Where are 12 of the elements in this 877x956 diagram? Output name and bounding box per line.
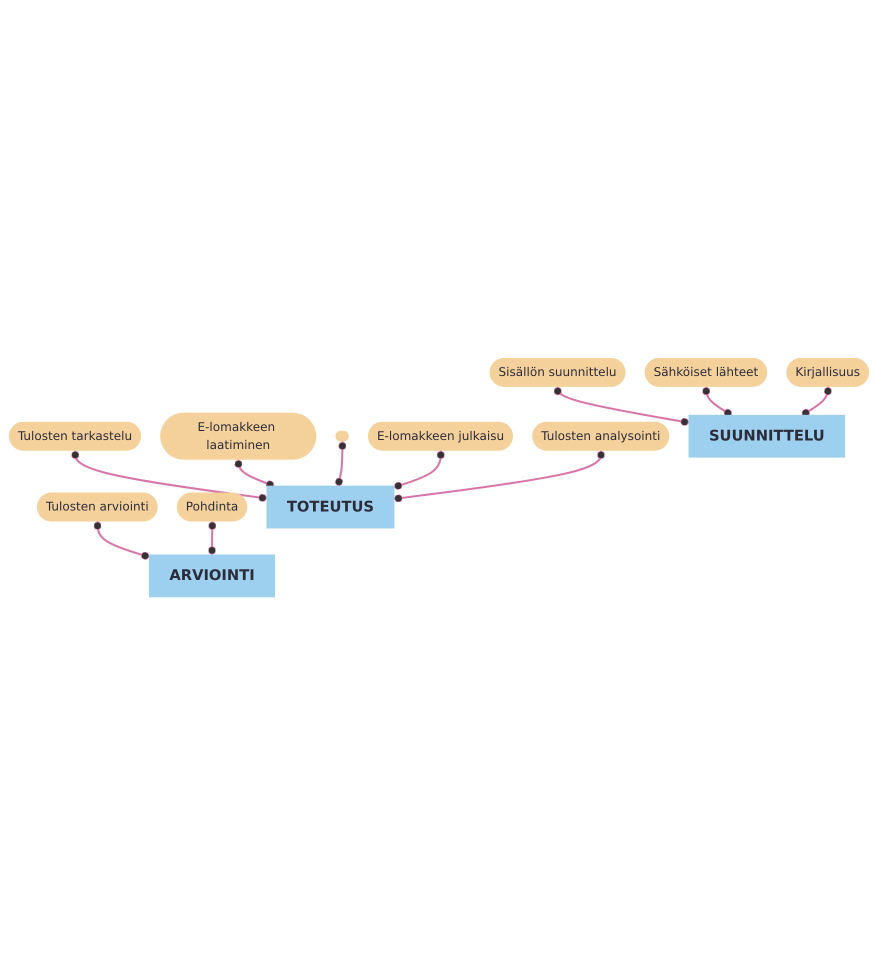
node-box: ARVIOINTI [148, 554, 275, 598]
node-box: TOTEUTUS [266, 486, 394, 529]
connector [393, 450, 444, 490]
connector [553, 387, 689, 426]
connector [801, 387, 832, 418]
node-box: SUUNNITTELU [688, 415, 845, 458]
connector [334, 442, 346, 487]
connector [70, 450, 267, 502]
connector [93, 522, 150, 560]
connector [393, 450, 605, 503]
connector [702, 387, 732, 418]
connector [208, 522, 216, 556]
